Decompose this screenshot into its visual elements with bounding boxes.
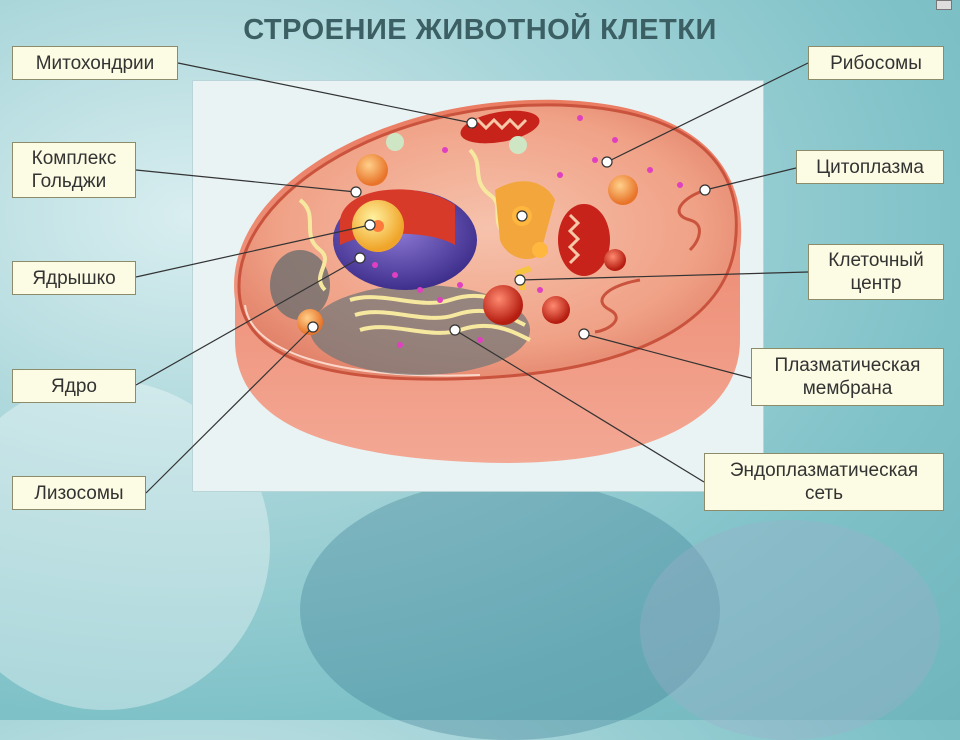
vesicle bbox=[386, 133, 404, 151]
background-blob bbox=[640, 520, 940, 740]
label-lysosomes: Лизосомы bbox=[12, 476, 146, 510]
label-centrosome: Клеточный центр bbox=[808, 244, 944, 300]
label-nucleus: Ядро bbox=[12, 369, 136, 403]
label-golgi: Комплекс Гольджи bbox=[12, 142, 136, 198]
animal-cell-diagram bbox=[135, 62, 809, 494]
window-corner-box bbox=[936, 0, 952, 10]
page-title: СТРОЕНИЕ ЖИВОТНОЙ КЛЕТКИ bbox=[243, 14, 717, 46]
mitochondrion bbox=[558, 204, 610, 276]
leader-endpoints bbox=[307, 117, 711, 340]
label-mitochondria: Митохондрии bbox=[12, 46, 178, 80]
lysosome bbox=[608, 175, 638, 205]
red-vesicle bbox=[542, 296, 570, 324]
membrane-fold bbox=[594, 278, 641, 334]
leader-lines bbox=[135, 62, 809, 494]
lysosome bbox=[356, 154, 388, 186]
membrane-fold bbox=[677, 190, 701, 252]
mitochondrion bbox=[460, 110, 540, 144]
red-vesicle bbox=[483, 285, 523, 325]
red-vesicle bbox=[604, 249, 626, 271]
label-nucleolus: Ядрышко bbox=[12, 261, 136, 295]
vesicle bbox=[509, 136, 527, 154]
label-membrane: Плазматическая мембрана bbox=[751, 348, 944, 406]
ribosomes bbox=[372, 115, 683, 348]
background-blob bbox=[300, 480, 720, 740]
label-er: Эндоплазматическая сеть bbox=[704, 453, 944, 511]
nucleus bbox=[333, 189, 477, 290]
label-cytoplasm: Цитоплазма bbox=[796, 150, 944, 184]
label-ribosomes: Рибосомы bbox=[808, 46, 944, 80]
